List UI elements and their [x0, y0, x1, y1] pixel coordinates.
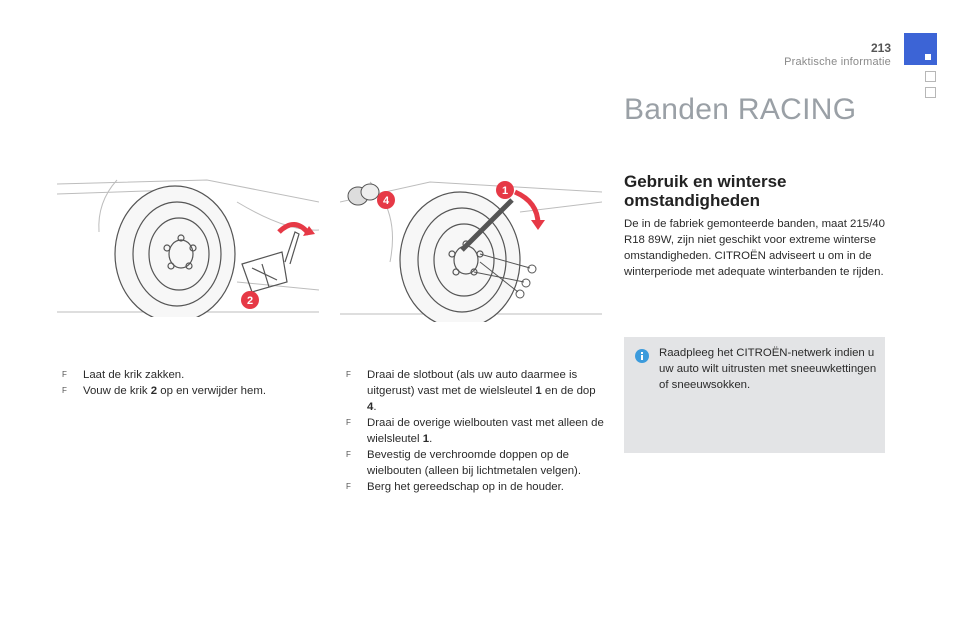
bullet-icon: F	[62, 386, 67, 395]
callout-1-label: 1	[502, 185, 508, 197]
list-item: F Vouw de krik 2 op en verwijder hem.	[62, 385, 266, 397]
bullet-icon: F	[346, 450, 351, 459]
wheel	[114, 185, 236, 317]
section-tab-active[interactable]	[904, 33, 937, 65]
page-title: Banden RACING	[624, 93, 857, 126]
fold-arrow	[277, 222, 311, 236]
list-item: F Draai de overige wielbouten vast met a…	[346, 417, 604, 445]
instructions-right: F Draai de slotbout (als uw auto daarmee…	[343, 367, 605, 495]
callout-4-label: 4	[383, 195, 390, 207]
list-item: F Bevestig de verchroomde doppen op de w…	[346, 449, 582, 477]
bolts	[473, 253, 537, 299]
list-item: F Draai de slotbout (als uw auto daarmee…	[346, 369, 596, 413]
callout-2-label: 2	[247, 295, 253, 307]
turn-arrow	[513, 189, 541, 225]
page-number: 213	[870, 41, 891, 55]
list-item: F Berg het gereedschap op in de houder.	[346, 481, 564, 493]
bullet-icon: F	[62, 370, 67, 379]
section-tab[interactable]	[925, 71, 936, 82]
wrench-illustration: 1 4	[340, 181, 602, 322]
hub-cap	[347, 183, 380, 206]
info-box: Raadpleeg het CITROËN-netwerk indien u u…	[624, 337, 885, 453]
jack-illustration: 2	[57, 179, 319, 317]
list-item: F Laat de krik zakken.	[62, 369, 185, 381]
jack	[241, 231, 300, 293]
section-heading: Gebruik en winterse omstandigheden	[624, 172, 787, 210]
info-icon	[635, 349, 649, 363]
instructions-left: F Laat de krik zakken. F Vouw de krik 2 …	[59, 367, 309, 399]
callout-4-badge	[377, 191, 395, 209]
wrench	[460, 198, 514, 252]
callout-1-badge	[496, 181, 514, 199]
section-label: Praktische informatie	[784, 56, 891, 68]
section-tab[interactable]	[925, 87, 936, 98]
bullet-icon: F	[346, 370, 351, 379]
body-paragraph: De in de fabriek gemonteerde banden, maa…	[624, 218, 885, 278]
bullet-icon: F	[346, 482, 351, 491]
bullet-icon: F	[346, 418, 351, 427]
callout-2-badge	[241, 291, 259, 309]
info-text: Raadpleeg het CITROËN-netwerk indien u u…	[659, 347, 877, 391]
